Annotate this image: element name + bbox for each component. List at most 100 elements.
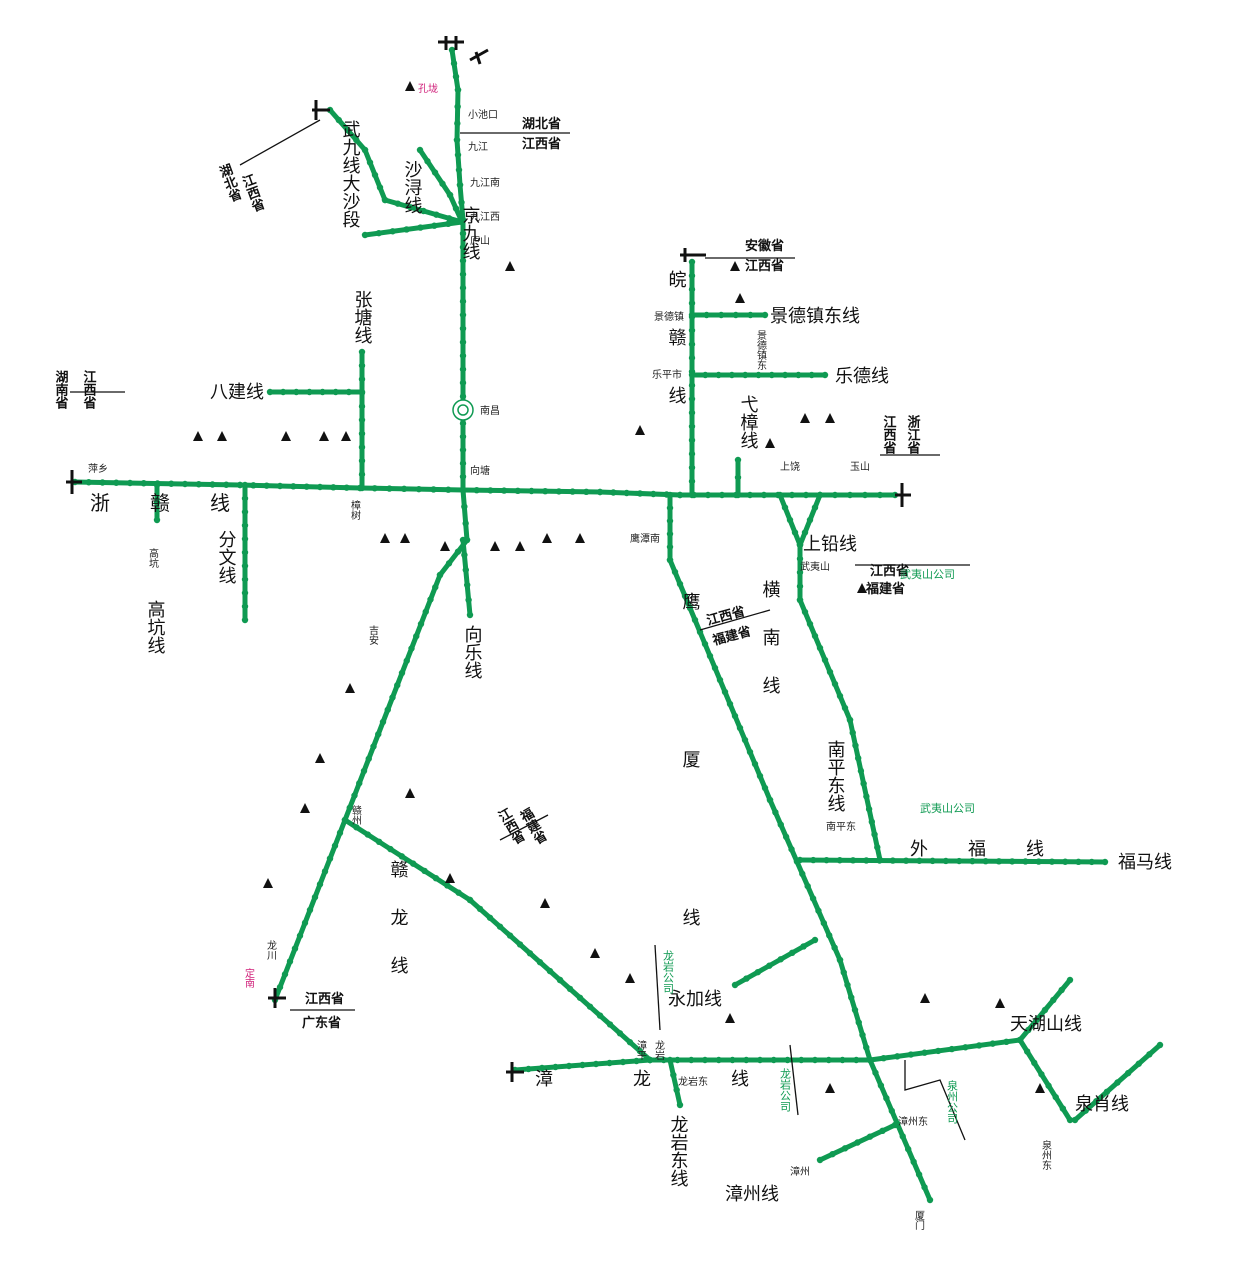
station-dot <box>439 180 446 187</box>
svg-text:江西省: 江西省 <box>705 603 747 629</box>
station-dot <box>666 530 674 538</box>
station-dot <box>686 604 694 612</box>
svg-text:漳州: 漳州 <box>790 1165 810 1178</box>
station-dot <box>1003 1038 1010 1046</box>
station-dot <box>281 971 289 978</box>
svg-text:小池口: 小池口 <box>468 108 498 121</box>
station-dot <box>876 857 883 864</box>
station-dot <box>902 857 910 864</box>
line-ganlong <box>342 817 653 1063</box>
station-dot <box>718 491 726 499</box>
station-dot <box>1031 1059 1038 1067</box>
station-tree-icon <box>625 973 635 983</box>
station-dot <box>462 520 469 527</box>
station-dot <box>1066 976 1074 984</box>
station-dot <box>400 485 408 493</box>
station-dot <box>473 487 480 494</box>
station-dot <box>566 985 574 993</box>
station-dot <box>358 430 366 437</box>
station-dot <box>358 444 366 451</box>
station-dot <box>293 388 300 396</box>
station-dot <box>459 379 467 387</box>
station-dot <box>636 1047 644 1055</box>
station-dot <box>688 341 696 348</box>
station-dot <box>431 222 438 229</box>
station-dot <box>1048 858 1056 865</box>
station-dot <box>556 976 564 984</box>
station-dot <box>829 1150 836 1158</box>
station-dot <box>565 1062 573 1070</box>
station-dot <box>506 932 514 939</box>
station-dot <box>696 628 704 636</box>
station-dot <box>371 171 379 179</box>
station-dot <box>346 804 353 811</box>
svg-text:吉安: 吉安 <box>367 625 379 646</box>
label-wujiu-dasha: 武九线大沙段 <box>340 120 361 228</box>
station-dot <box>321 868 329 875</box>
station-dot <box>306 388 313 396</box>
label-quanxiao: 泉肖线 <box>1075 1094 1129 1115</box>
station-dot <box>415 485 423 493</box>
station-dot <box>421 867 428 875</box>
station-dot <box>360 767 368 775</box>
station-dot <box>364 831 371 838</box>
station-dot <box>796 583 804 590</box>
label-fenwen: 分文线 <box>216 530 237 584</box>
station-dot <box>806 620 814 628</box>
station-tree-icon <box>380 533 390 543</box>
station-dot <box>691 616 699 624</box>
station-dot <box>1016 1036 1024 1044</box>
station-dot <box>731 981 739 989</box>
label-yingxia: 鹰厦线 <box>680 592 701 1066</box>
station-dot <box>241 535 249 543</box>
station-dot <box>688 436 696 444</box>
svg-text:漳州东: 漳州东 <box>898 1115 928 1128</box>
svg-text:龙川: 龙川 <box>265 939 277 960</box>
station-dot <box>801 529 809 536</box>
station-tree-icon <box>405 81 415 91</box>
svg-text:鹰潭南: 鹰潭南 <box>630 532 660 545</box>
station-dot <box>729 1056 736 1064</box>
station-dot <box>459 460 467 467</box>
station-tree-icon <box>490 541 500 551</box>
station-dot <box>674 1056 681 1064</box>
station-dot <box>241 549 249 556</box>
station-dot <box>448 46 456 54</box>
station-dot <box>772 809 779 816</box>
station-dot <box>525 1065 532 1073</box>
station-dot <box>825 1056 832 1064</box>
svg-text:景德镇: 景德镇 <box>654 310 684 323</box>
station-dot <box>453 136 461 144</box>
station-dot <box>358 376 366 383</box>
label-jingjiu: 京九线 <box>460 206 481 260</box>
station-dot <box>536 959 544 966</box>
station-dot <box>809 895 817 902</box>
station-dot <box>660 1056 667 1064</box>
station-dot <box>316 881 324 888</box>
station-dot <box>866 1056 874 1064</box>
station-dot <box>982 858 989 865</box>
station-dot <box>751 760 759 768</box>
station-dot <box>371 485 378 492</box>
station-dot <box>846 716 854 724</box>
station-dot <box>688 272 696 279</box>
svg-text:樟树: 樟树 <box>349 499 361 521</box>
station-dot <box>857 767 865 775</box>
station-dot <box>910 1158 917 1166</box>
station-dot <box>728 371 736 379</box>
station-dot <box>459 352 467 359</box>
station-dot <box>768 371 775 379</box>
station-dot <box>1038 1071 1045 1078</box>
company-labels: 武夷山公司 武夷山公司 龙岩公司 龙岩公司 泉州公司 <box>662 568 976 1124</box>
station-dot <box>596 1012 604 1019</box>
line-waifu <box>797 857 1108 865</box>
station-dot <box>417 620 425 628</box>
svg-text:泉州公司: 泉州公司 <box>946 1079 959 1124</box>
station-tree-icon <box>765 438 775 448</box>
station-dot <box>514 487 521 494</box>
station-dot <box>1023 1048 1031 1055</box>
station-dot <box>326 855 334 862</box>
svg-text:南昌: 南昌 <box>480 404 500 417</box>
station-dot <box>868 818 876 826</box>
svg-text:武夷山公司: 武夷山公司 <box>920 802 975 815</box>
